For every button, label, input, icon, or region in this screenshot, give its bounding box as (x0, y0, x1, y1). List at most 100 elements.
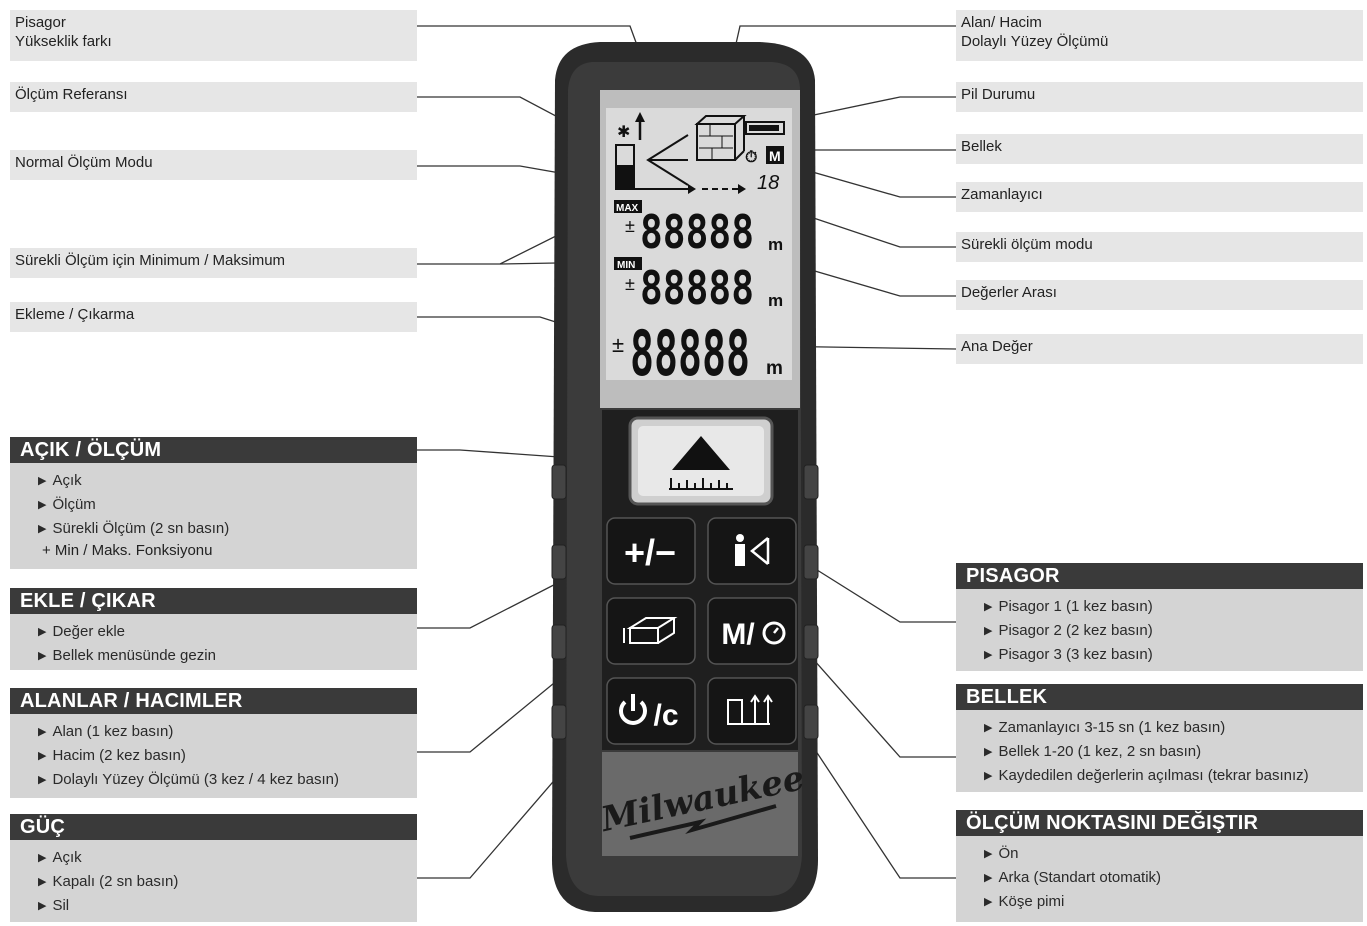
reference-point-button[interactable] (707, 677, 797, 745)
plus-minus-label: +/− (624, 532, 676, 573)
arrow-right-icon: ▶ (38, 475, 47, 487)
unit-1: m (768, 235, 783, 254)
label-ekleme-cikarma-text: Ekleme / Çıkarma (15, 306, 135, 323)
label-pil-text: Pil Durumu (961, 86, 1036, 103)
arrow-right-icon: ▶ (38, 650, 47, 662)
label-ana-deger: Ana Değer (956, 334, 1363, 364)
list-item: ▶Pisagor 1 (1 kez basın) (984, 595, 1363, 619)
section-sub-note: + Min / Maks. Fonksiyonu (42, 542, 213, 559)
section-olcum-noktasi: ÖLÇÜM NOKTASINI DEĞIŞTIR ▶Ön ▶Arka (Stan… (956, 810, 1363, 922)
arrow-right-icon: ▶ (38, 626, 47, 638)
label-degerler-arasi: Değerler Arası (956, 280, 1363, 310)
arrow-right-icon: ▶ (984, 625, 993, 637)
list-item: ▶Dolaylı Yüzey Ölçümü (3 kez / 4 kez bas… (38, 768, 417, 792)
arrow-right-icon: ▶ (38, 900, 47, 912)
min-digits: 88888 (640, 261, 754, 315)
label-alan-hacim: Alan/ Hacim Dolaylı Yüzey Ölçümü (956, 10, 1363, 61)
label-ana-deger-text: Ana Değer (961, 338, 1033, 355)
pythagoras-button[interactable] (707, 517, 797, 585)
label-bellek-text: Bellek (961, 138, 1002, 155)
svg-text:MIN: MIN (617, 260, 635, 271)
list-item: ▶Pisagor 2 (2 kez basın) (984, 619, 1363, 643)
svg-text:±: ± (625, 274, 635, 294)
label-min-max-text: Sürekli Ölçüm için Minimum / Maksimum (15, 252, 286, 269)
unit-2: m (768, 291, 783, 310)
arrow-right-icon: ▶ (984, 601, 993, 613)
label-normal-mod: Normal Ölçüm Modu (10, 150, 417, 180)
arrow-right-icon: ▶ (38, 774, 47, 786)
label-surekli: Sürekli ölçüm modu (956, 232, 1363, 262)
section-title: PISAGOR (956, 563, 1363, 589)
area-volume-button[interactable] (606, 597, 696, 665)
list-item: ▶Zamanlayıcı 3-15 sn (1 kez basın) (984, 716, 1363, 740)
section-bellek: BELLEK ▶Zamanlayıcı 3-15 sn (1 kez basın… (956, 684, 1363, 792)
memory-icon (766, 146, 784, 164)
arrow-right-icon: ▶ (984, 746, 993, 758)
power-clear-label: /c (653, 699, 678, 732)
timer-icon: ⏱ (745, 149, 757, 166)
person-icon (736, 534, 744, 542)
section-title: EKLE / ÇIKAR (10, 588, 417, 614)
arrow-right-icon: ▶ (984, 722, 993, 734)
lightning-icon (629, 804, 777, 840)
unit-3: m (766, 358, 783, 379)
section-title: ÖLÇÜM NOKTASINI DEĞIŞTIR (956, 810, 1363, 836)
arrow-right-icon: ▶ (38, 523, 47, 535)
max-tag (614, 200, 642, 213)
section-alanlar-hacimler: ALANLAR / HACIMLER ▶Alan (1 kez basın) ▶… (10, 688, 417, 798)
main-digits: 88888 (630, 317, 750, 390)
plus-minus-button[interactable]: +/− (606, 517, 696, 585)
list-item: ▶Ön (984, 842, 1363, 866)
section-title: BELLEK (956, 684, 1363, 710)
list-item: ▶Açık (38, 846, 417, 870)
arrow-right-icon: ▶ (38, 852, 47, 864)
section-title: AÇIK / ÖLÇÜM (10, 437, 417, 463)
memory-tag: M (769, 148, 781, 164)
section-acik-olcum: AÇIK / ÖLÇÜM ▶Açık ▶Ölçüm ▶Sürekli Ölçüm… (10, 437, 417, 569)
label-normal-mod-text: Normal Ölçüm Modu (15, 154, 153, 171)
list-item: ▶Köşe pimi (984, 890, 1363, 914)
list-item: ▶Ölçüm (38, 493, 417, 517)
list-item: ▶Değer ekle (38, 620, 417, 644)
section-title: GÜÇ (10, 814, 417, 840)
area-volume-icon (694, 115, 747, 161)
power-icon (619, 700, 647, 725)
max-digits: 88888 (640, 205, 754, 259)
power-clear-button[interactable]: /c (606, 677, 696, 745)
brand-panel: Milwaukee (597, 752, 808, 856)
measure-button[interactable] (628, 416, 774, 506)
list-item: ▶Kapalı (2 sn basın) (38, 870, 417, 894)
arrow-right-icon: ▶ (984, 872, 993, 884)
label-ekleme-cikarma: Ekleme / Çıkarma (10, 302, 417, 332)
arrow-right-icon: ▶ (984, 848, 993, 860)
list-item: ▶Bellek menüsünde gezin (38, 644, 417, 668)
reference-point-icon (727, 694, 773, 725)
label-pisagor-line1: Pisagor (15, 14, 66, 31)
label-zamanlayici: Zamanlayıcı (956, 182, 1363, 212)
arrow-right-icon: ▶ (38, 499, 47, 511)
list-item: ▶Pisagor 3 (3 kez basın) (984, 643, 1363, 667)
list-item: ▶Arka (Standart otomatik) (984, 866, 1363, 890)
label-zamanlayici-text: Zamanlayıcı (961, 186, 1043, 203)
section-guc: GÜÇ ▶Açık ▶Kapalı (2 sn basın) ▶Sil (10, 814, 417, 922)
label-degerler-arasi-text: Değerler Arası (961, 284, 1057, 301)
arrow-right-icon: ▶ (984, 649, 993, 661)
lcd-screen: ✱ ⏱ M 18 MAX ± 88888 m (600, 90, 800, 408)
memory-timer-label: M/ (721, 618, 755, 651)
label-surekli-text: Sürekli ölçüm modu (961, 236, 1093, 253)
list-item: ▶Hacim (2 kez basın) (38, 744, 417, 768)
memory-timer-button[interactable]: M/ (707, 597, 797, 665)
label-pisagor: Pisagor Yükseklik farkı (10, 10, 417, 61)
section-ekle-cikar: EKLE / ÇIKAR ▶Değer ekle ▶Bellek menüsün… (10, 588, 417, 670)
label-pisagor-line2: Yükseklik farkı (15, 33, 112, 50)
list-item: ▶Açık (38, 469, 417, 493)
svg-text:±: ± (612, 332, 624, 357)
label-bellek: Bellek (956, 134, 1363, 164)
arrow-right-icon: ▶ (38, 726, 47, 738)
label-alan-hacim-line2: Dolaylı Yüzey Ölçümü (961, 33, 1109, 50)
label-olcum-referansi-text: Ölçüm Referansı (15, 86, 128, 103)
timer-icon (762, 621, 786, 645)
arrow-right-icon: ▶ (984, 770, 993, 782)
min-tag (614, 257, 642, 270)
